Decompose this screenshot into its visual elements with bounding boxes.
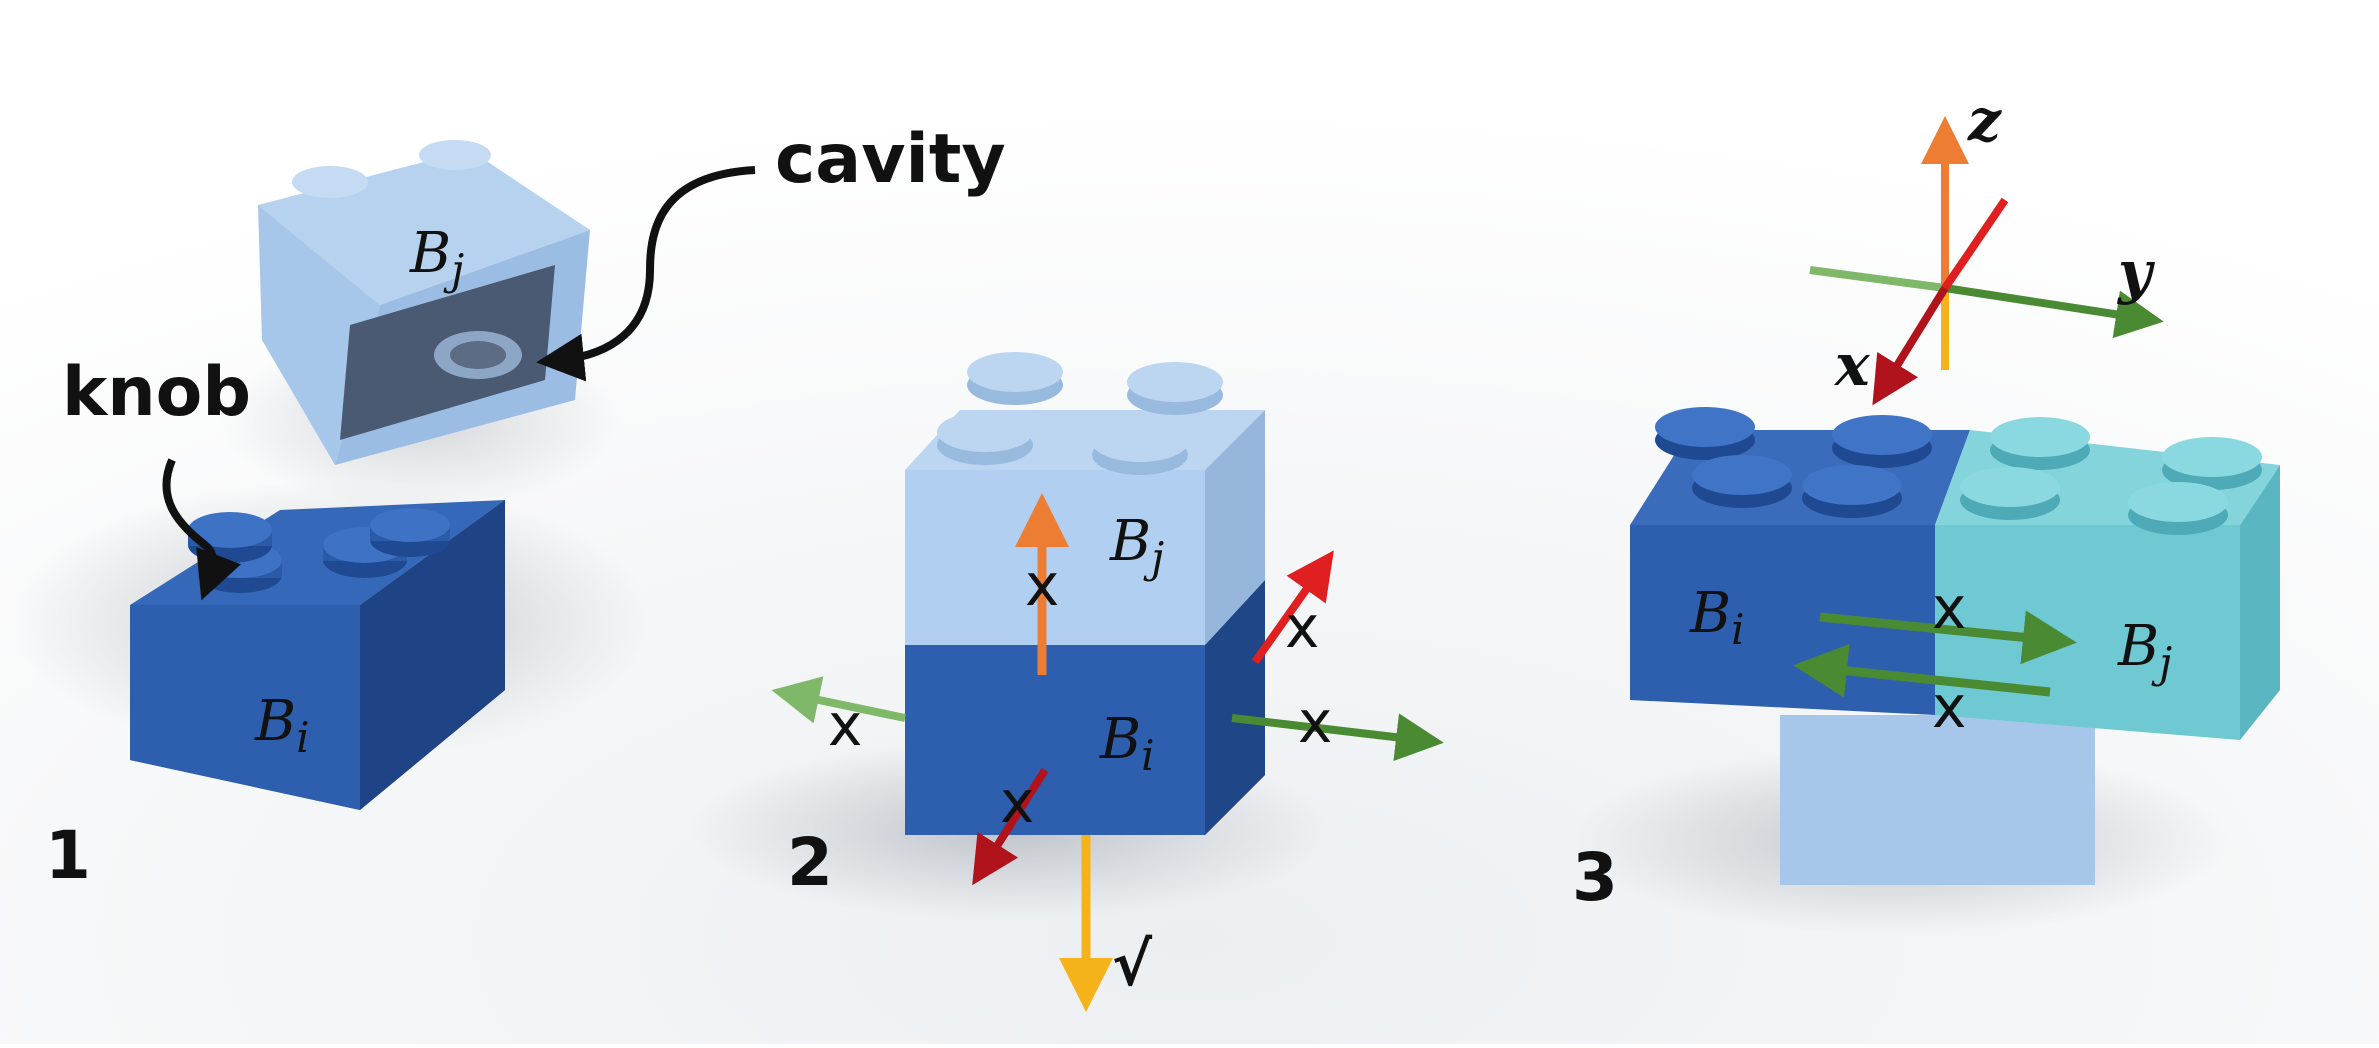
brick-bi-panel2: Bi: [905, 580, 1265, 835]
y-left-blocked-mark: x: [1932, 673, 1966, 741]
knob-pointer-arrow: [162, 458, 242, 601]
brick-bi-label: Bi: [254, 689, 310, 762]
x-back-blocked-mark: x: [1285, 593, 1319, 661]
cavity-pointer-arrow: [536, 166, 756, 382]
x-axis-negative: [1941, 197, 2009, 291]
brick-bj-label: Bj: [409, 221, 464, 294]
brick-bi-label: Bi: [1689, 581, 1745, 654]
brick-base-panel3: [1780, 715, 2095, 885]
y-axis: [1944, 284, 2164, 339]
x-axis-label: x: [1833, 331, 1871, 399]
y-right-arrow: [1819, 610, 2077, 665]
y-left-arrow: [771, 676, 906, 724]
z-down-allowed-mark: √: [1112, 930, 1153, 1000]
panel-1: Bi Bj cavity knob 1: [10, 120, 1006, 894]
x-axis: [1872, 285, 1949, 406]
brick-bj-label: Bj: [1109, 509, 1164, 582]
z-axis-label: z: [1967, 86, 2002, 154]
knob: [937, 352, 1223, 475]
knob: [1960, 417, 2262, 535]
brick-bj-panel1: Bj: [258, 140, 590, 465]
panel-2-number: 2: [787, 824, 833, 901]
brick-bi-label: Bi: [1099, 707, 1155, 780]
y-right-blocked-mark: x: [1298, 688, 1332, 756]
panel-3-number: 3: [1572, 839, 1618, 916]
y-axis-label: y: [2116, 238, 2156, 306]
panel-1-number: 1: [45, 817, 91, 894]
y-left-arrow: [1793, 643, 2051, 698]
x-back-arrow: [1251, 550, 1334, 665]
coordinate-axes: z y x: [1809, 86, 2164, 406]
y-left-blocked-mark: x: [828, 691, 862, 759]
panel-2: Bi Bj x x x x: [690, 352, 1444, 1012]
z-up-blocked-mark: x: [1025, 551, 1059, 619]
brick-bi-panel3: Bi: [1630, 407, 1970, 715]
y-right-arrow: [1231, 713, 1444, 762]
brick-bj-label: Bj: [2117, 614, 2172, 687]
y-axis-negative: [1809, 266, 1946, 292]
x-front-arrow: [972, 767, 1049, 886]
brick-bj-panel3: Bj: [1935, 417, 2280, 740]
knob: [1655, 407, 1932, 518]
brick-bj-panel2: Bj: [905, 352, 1265, 645]
cavity-label: cavity: [775, 120, 1006, 199]
knob-label: knob: [62, 353, 251, 432]
panel-3: Bi Bj x x: [1570, 86, 2280, 935]
x-front-blocked-mark: x: [1000, 768, 1034, 836]
y-right-blocked-mark: x: [1932, 574, 1966, 642]
